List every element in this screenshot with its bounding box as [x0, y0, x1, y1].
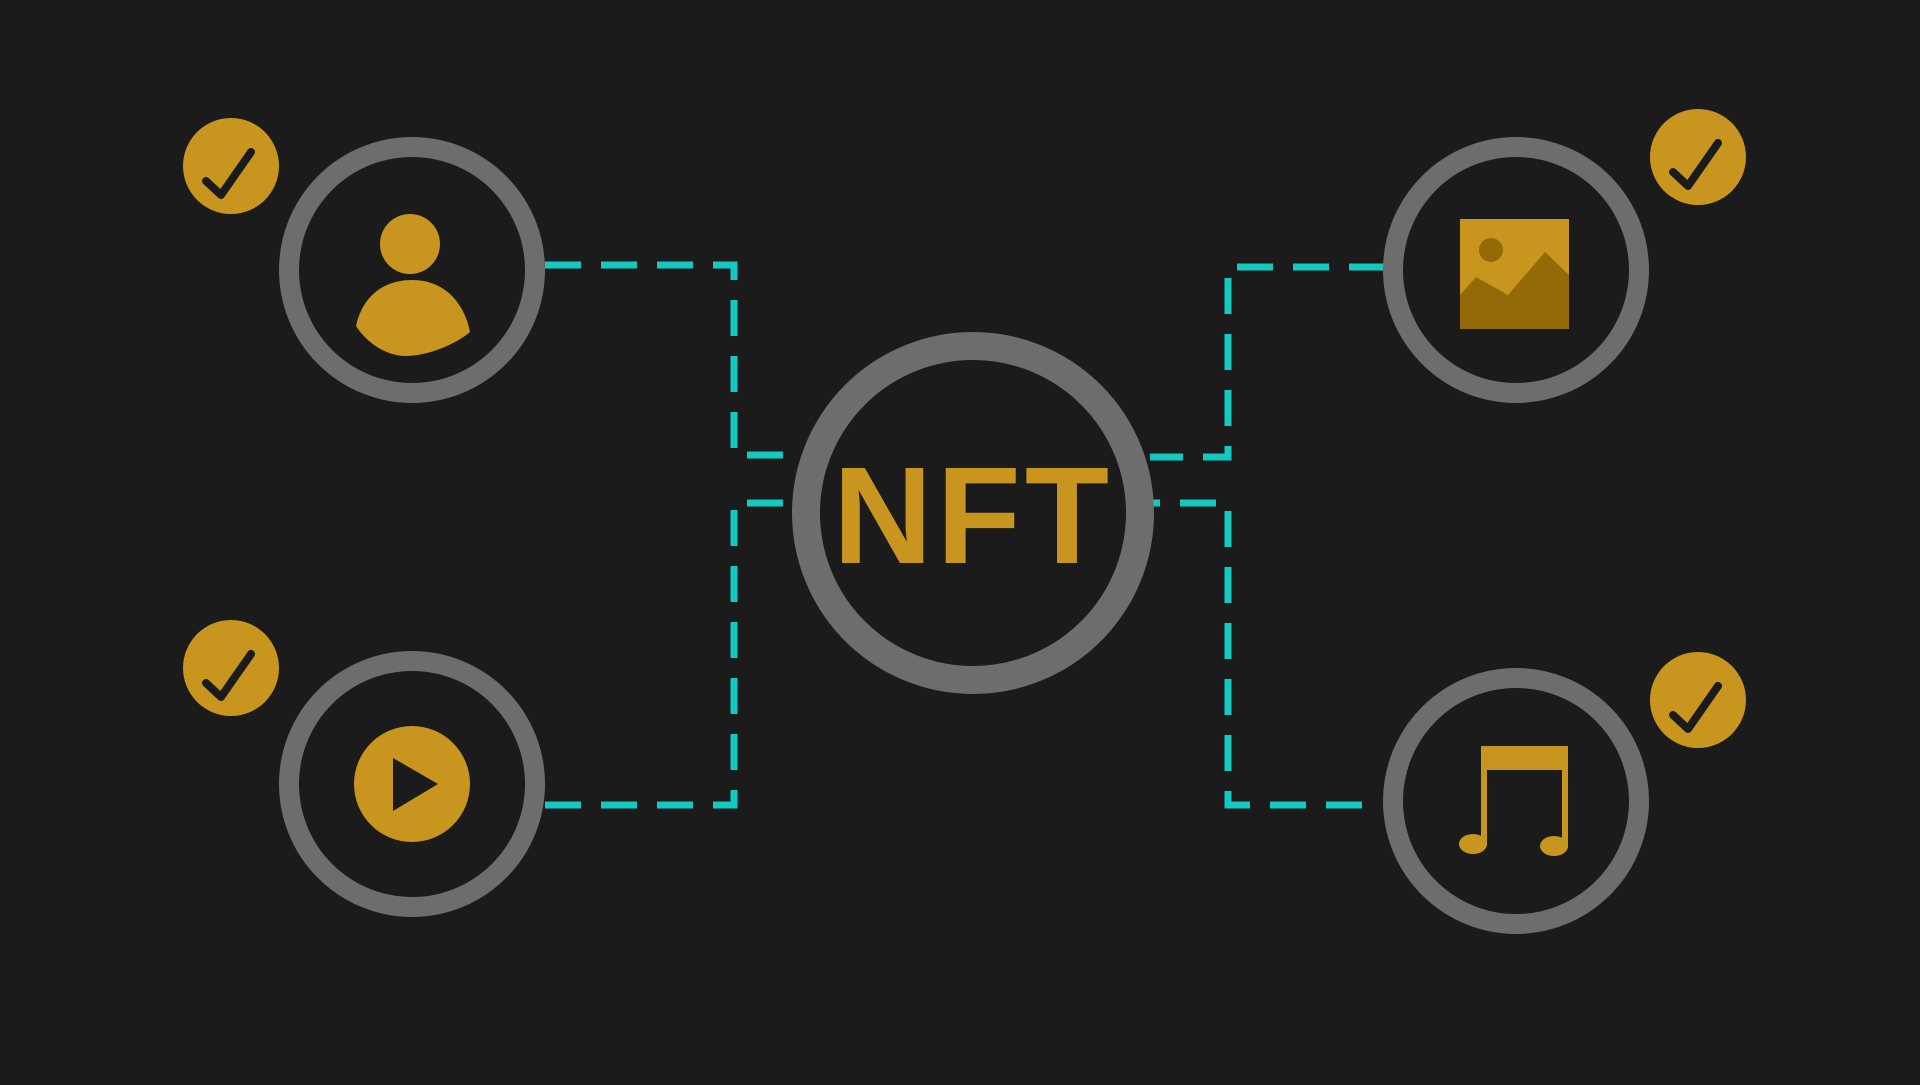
person-icon [356, 214, 470, 356]
image-icon [1460, 219, 1569, 329]
music-note-icon [1459, 746, 1568, 856]
checkmark-badge-icon [1650, 652, 1746, 748]
node-image [1383, 109, 1746, 403]
connector-identity [545, 261, 800, 459]
connectors [545, 261, 1385, 809]
connector-image [1150, 263, 1385, 461]
nft-ring [792, 332, 1154, 694]
node-identity [183, 118, 545, 403]
node-nft: NFT [792, 332, 1154, 694]
connector-music [1150, 499, 1362, 809]
node-ring [1383, 668, 1649, 934]
connector-video [545, 499, 800, 809]
checkmark-badge-icon [183, 118, 279, 214]
nft-label: NFT [833, 439, 1113, 593]
checkmark-badge-icon [1650, 109, 1746, 205]
play-icon [354, 726, 470, 842]
node-music [1383, 652, 1746, 934]
checkmark-badge-icon [183, 620, 279, 716]
node-video [183, 620, 545, 917]
